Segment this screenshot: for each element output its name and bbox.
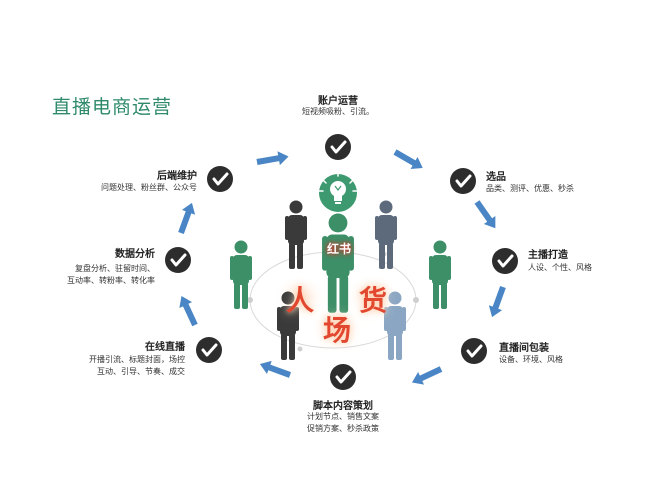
check-icon [490, 246, 520, 276]
node-backend-title: 后端维护 [157, 171, 197, 182]
node-live-desc-1: 开播引流、标题封面，场控 [89, 355, 185, 364]
node-script-desc-1: 计划节点、销售文案 [307, 412, 379, 421]
ring-dot [413, 297, 419, 303]
node-selection-desc: 品类、测评、优惠、秒杀 [486, 184, 574, 193]
glow-chang [311, 305, 363, 349]
check-icon [194, 335, 224, 365]
check-icon [323, 132, 353, 162]
node-studio-title: 直播间包装 [499, 343, 549, 354]
arrow-icon [259, 360, 292, 378]
arrow-icon [178, 202, 196, 235]
node-live-desc-2: 互动、引导、节奏、成交 [97, 367, 185, 376]
lightbulb-icon [318, 171, 358, 212]
char-chang: 场 [323, 314, 352, 347]
ring-dot [247, 297, 253, 303]
node-live-title: 在线直播 [145, 342, 185, 353]
person-icon [375, 200, 397, 269]
check-icon [328, 362, 358, 392]
check-icon [163, 245, 193, 275]
node-account-desc: 短视频吸粉、引流。 [302, 107, 374, 116]
node-selection-title: 选品 [486, 172, 506, 183]
node-data-desc-1: 复盘分析、驻留时间、 [75, 264, 155, 273]
ring-dot [297, 346, 303, 352]
node-host-desc: 人设、个性、风格 [528, 263, 592, 272]
char-huo: 货 [359, 284, 388, 317]
page-title: 直播电商运营 [52, 96, 173, 118]
center-brand-label: 红书 [327, 242, 352, 256]
check-icon [448, 166, 478, 196]
arrow-icon [411, 366, 443, 385]
check-icon [205, 164, 235, 194]
node-data-desc-2: 互动率、转粉率、转化率 [67, 276, 155, 285]
char-ren: 人 [286, 284, 315, 317]
arrow-icon [488, 285, 506, 318]
node-studio-desc: 设备、环境、风格 [499, 355, 563, 364]
arrow-icon [474, 200, 496, 229]
arrow-icon [393, 149, 423, 170]
node-account-title: 账户运营 [318, 96, 358, 107]
person-icon [429, 240, 451, 309]
node-data-title: 数据分析 [115, 249, 155, 260]
node-backend-desc: 问题处理、粉丝群、公众号 [101, 183, 197, 192]
check-icon [459, 336, 489, 366]
person-icon [285, 200, 307, 269]
node-script-desc-2: 促销方案、秒杀政策 [307, 424, 379, 433]
node-host-title: 主播打造 [528, 250, 568, 261]
arrow-icon [179, 295, 198, 327]
node-script-title: 脚本内容策划 [313, 401, 373, 412]
arrow-icon [256, 151, 289, 166]
